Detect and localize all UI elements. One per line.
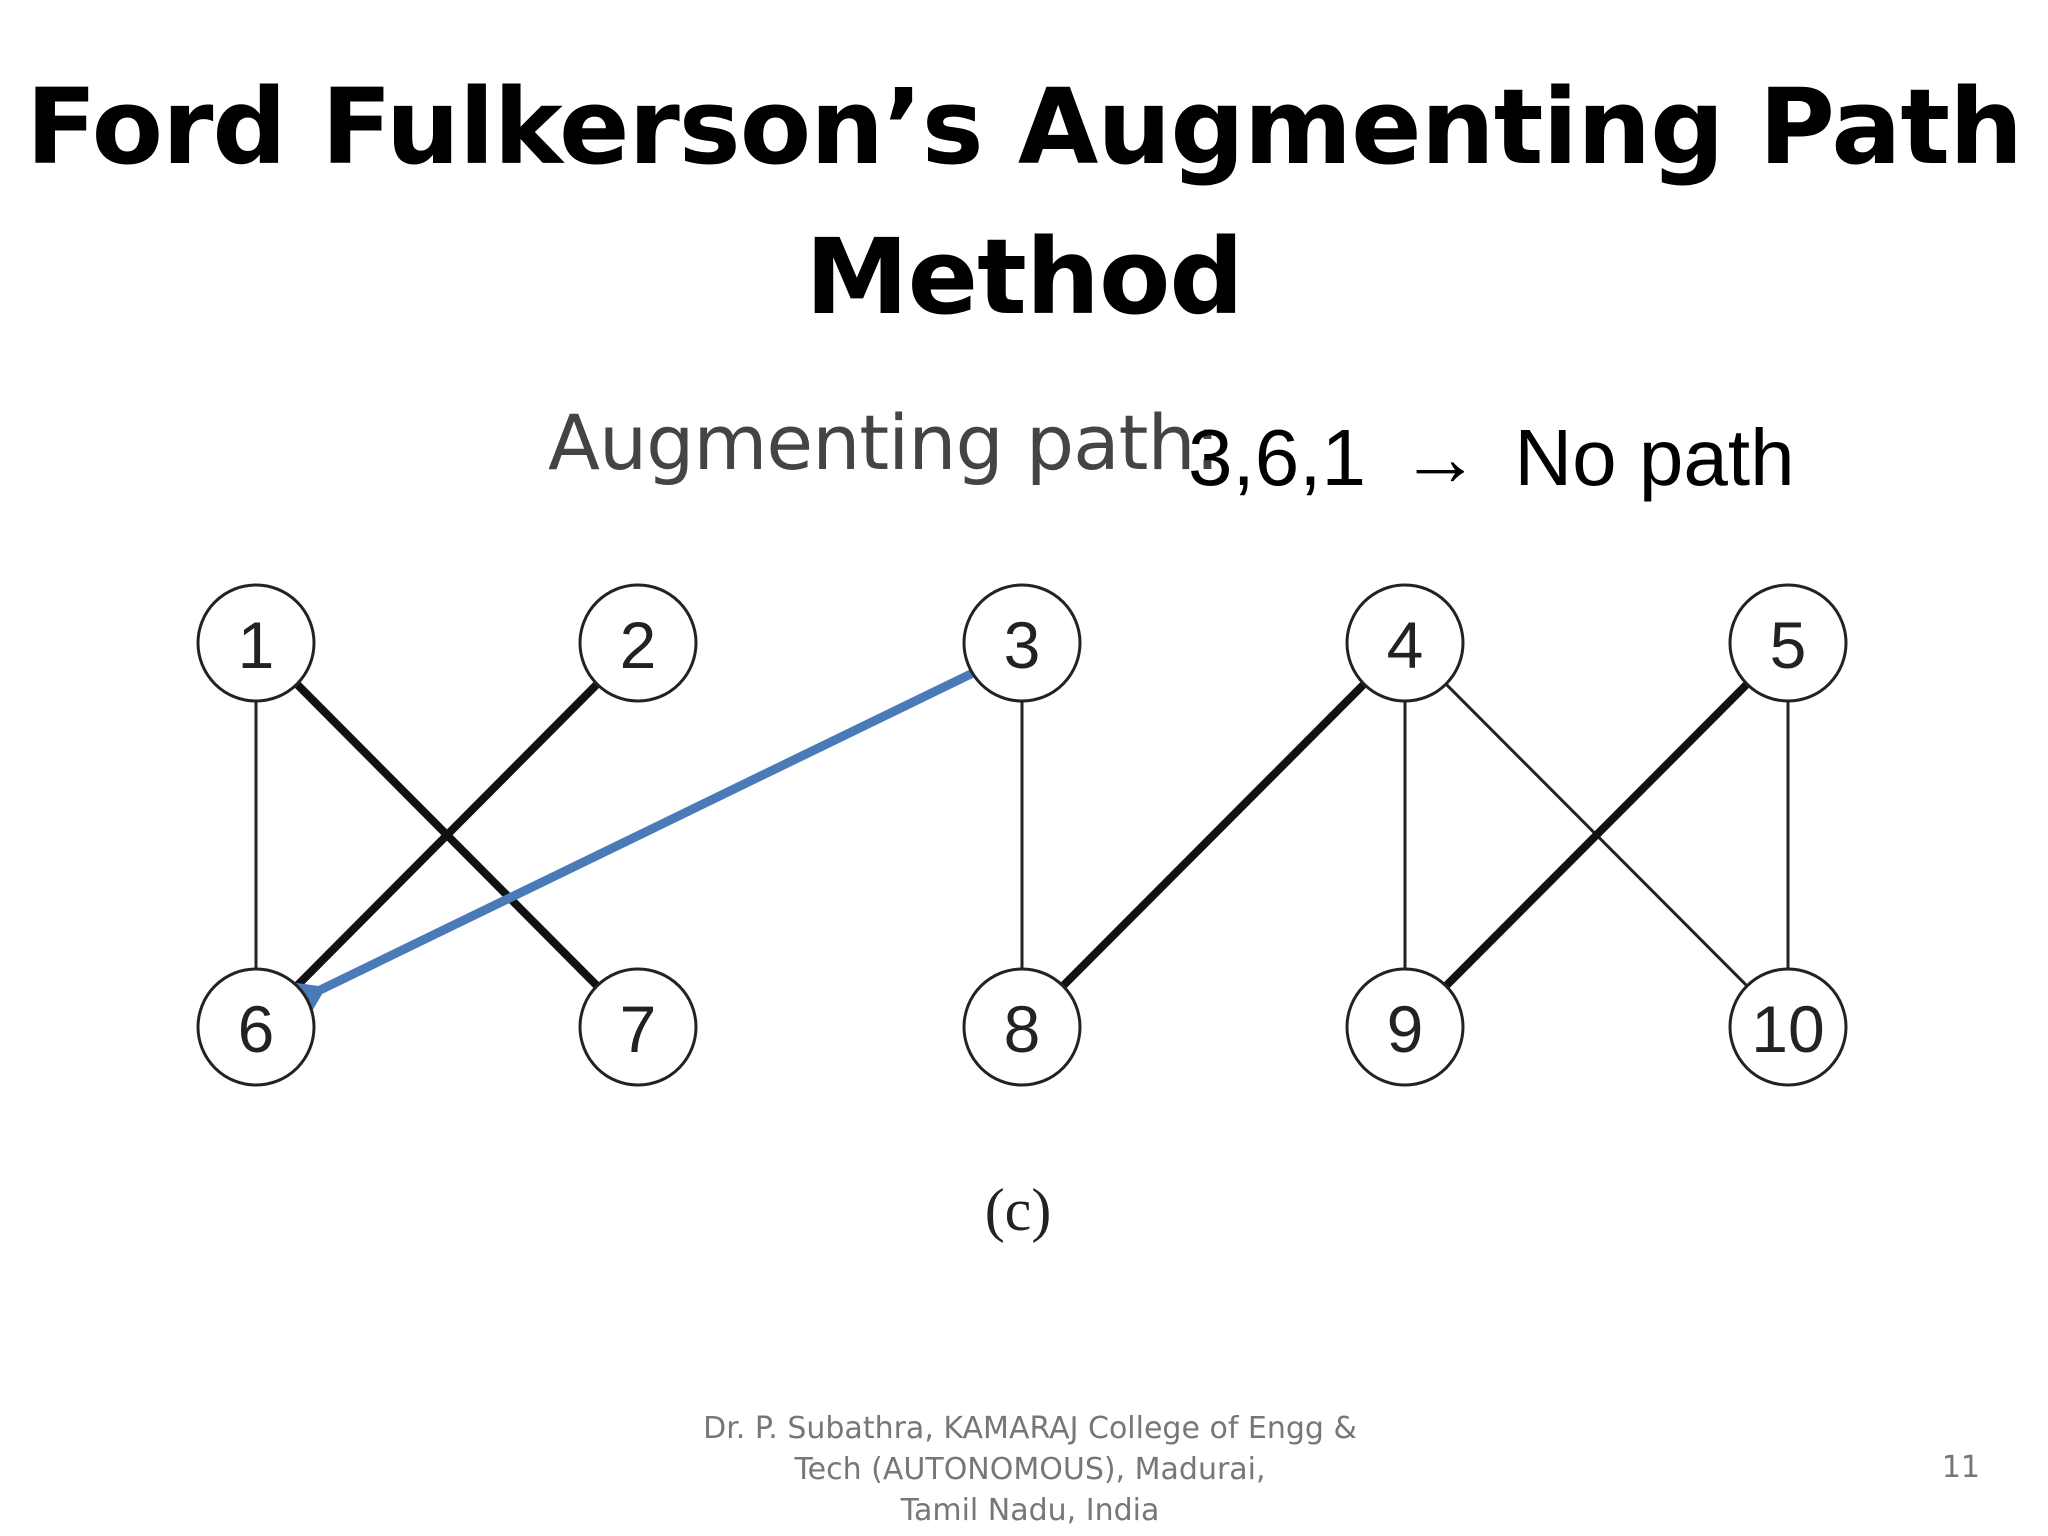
node-circle-8 [962, 967, 1082, 1087]
augmenting-path-value: 3,6,1 → No path [1188, 412, 1795, 504]
graph-nodes: 1 2 3 4 5 6 7 8 9 10 [196, 583, 1848, 1087]
slide-title: Ford Fulkerson’s Augmenting Path Method [0, 52, 2048, 352]
page-number: 11 [1941, 1450, 1980, 1485]
node-2: 2 [578, 583, 698, 703]
augmenting-path-sequence: 3,6,1 [1188, 413, 1366, 502]
right-arrow-icon: → [1400, 413, 1481, 502]
node-label-6: 6 [238, 992, 275, 1066]
slide-title-line-1: Ford Fulkerson’s Augmenting Path [25, 66, 2023, 188]
footer-line-1: Dr. P. Subathra, KAMARAJ College of Engg… [703, 1411, 1357, 1446]
augmenting-arrow-3-to-6 [245, 666, 982, 1055]
node-circle-1 [196, 583, 316, 703]
slide-title-line-2: Method [805, 216, 1244, 338]
node-label-9: 9 [1387, 992, 1424, 1066]
footer-line-2: Tech (AUTONOMOUS), Madurai, [794, 1452, 1266, 1487]
node-label-8: 8 [1004, 992, 1041, 1066]
edge-4-8-matched [1060, 681, 1367, 989]
node-label-1: 1 [238, 608, 275, 682]
node-4: 4 [1345, 583, 1465, 703]
node-label-3: 3 [1004, 608, 1041, 682]
footer-line-3: Tamil Nadu, India [900, 1493, 1160, 1528]
node-circle-6 [196, 967, 316, 1087]
node-7: 7 [578, 967, 698, 1087]
node-6: 6 [196, 967, 316, 1087]
node-label-5: 5 [1770, 608, 1807, 682]
node-circle-4 [1345, 583, 1465, 703]
graph-edges [254, 681, 1790, 989]
node-3: 3 [962, 583, 1082, 703]
footer-credit: Dr. P. Subathra, KAMARAJ College of Engg… [700, 1408, 1360, 1531]
node-circle-5 [1728, 583, 1848, 703]
augmenting-path-label: Augmenting path: [548, 398, 1220, 487]
node-5: 5 [1728, 583, 1848, 703]
node-label-2: 2 [620, 608, 657, 682]
edge-2-6-matched [294, 681, 600, 989]
diagram-caption: (c) [985, 1177, 1052, 1243]
node-circle-7 [578, 967, 698, 1087]
node-label-4: 4 [1387, 608, 1424, 682]
node-9: 9 [1345, 967, 1465, 1087]
node-circle-10 [1728, 967, 1848, 1087]
node-label-10: 10 [1751, 992, 1824, 1066]
augmenting-arrow [245, 666, 982, 1055]
node-circle-2 [578, 583, 698, 703]
node-circle-3 [962, 583, 1082, 703]
node-8: 8 [962, 967, 1082, 1087]
node-10: 10 [1728, 967, 1848, 1087]
edge-5-9-matched [1443, 681, 1750, 989]
node-1: 1 [196, 583, 316, 703]
node-circle-9 [1345, 967, 1465, 1087]
node-label-7: 7 [620, 992, 657, 1066]
augmenting-path-result: No path [1514, 413, 1795, 502]
